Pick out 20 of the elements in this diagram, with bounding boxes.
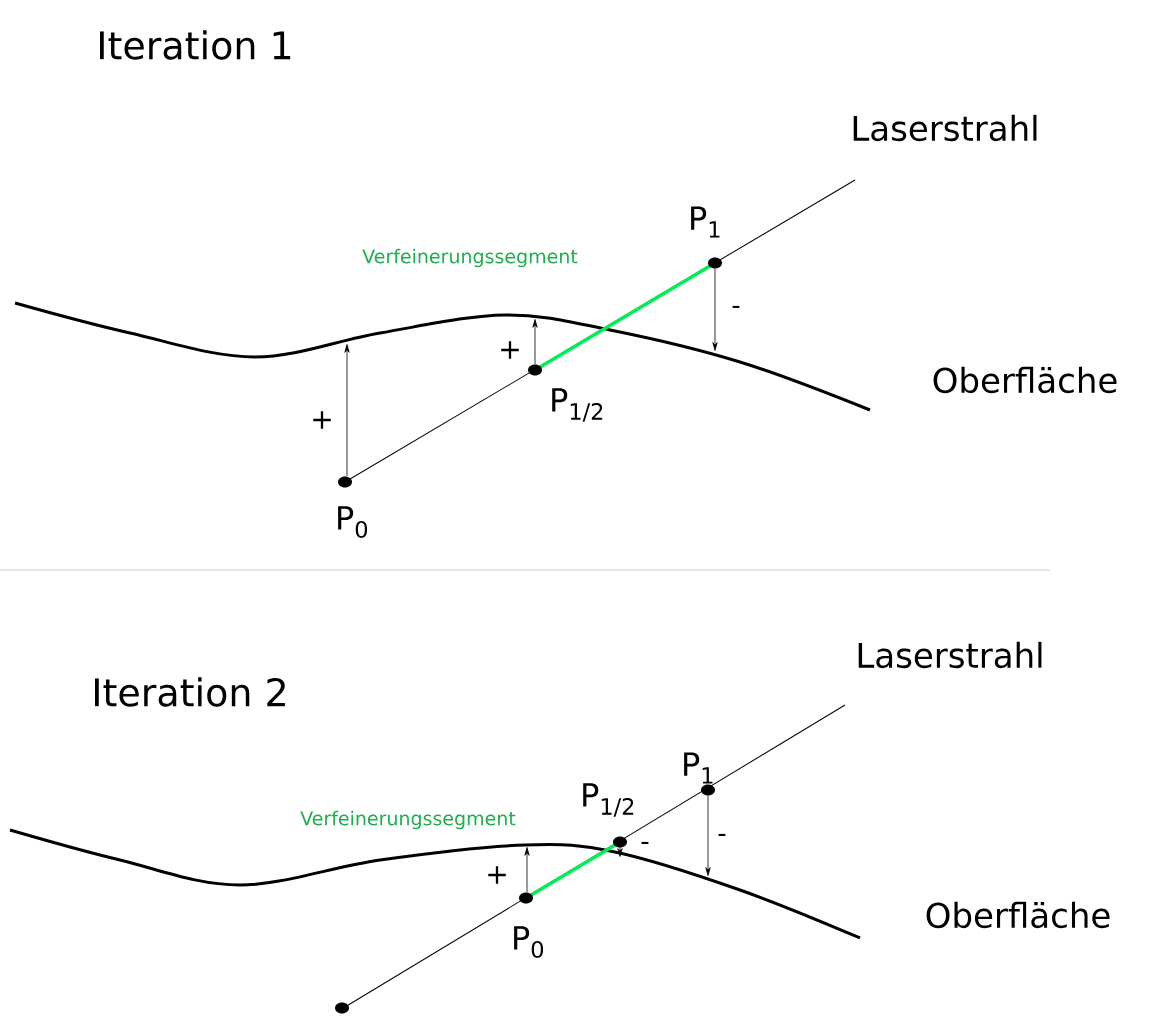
sign-label: - bbox=[732, 305, 740, 308]
point-label: P$_{0}$ bbox=[338, 506, 368, 538]
surface-label: Oberfläche bbox=[926, 901, 1110, 929]
sign-label: + bbox=[501, 341, 519, 359]
surface-label: Oberfläche bbox=[933, 366, 1117, 394]
point-label: P$_{1/2}$ bbox=[583, 783, 634, 817]
heading: Iteration 2 bbox=[95, 677, 285, 707]
segment-label: Verfeinerungssegment bbox=[362, 248, 578, 268]
heading: Iteration 1 bbox=[100, 30, 291, 60]
segment-label: Verfeinerungssegment bbox=[300, 810, 516, 830]
point-label: P$_{1}$ bbox=[691, 206, 720, 238]
point-label: P$_{0}$ bbox=[514, 926, 544, 958]
beam-label: Laserstrahl bbox=[858, 641, 1042, 669]
sign-label: - bbox=[641, 841, 649, 844]
sign-label: - bbox=[718, 833, 726, 836]
point-label: P$_{1/2}$ bbox=[552, 388, 603, 422]
sign-label: + bbox=[313, 411, 331, 429]
point-label: P$_{1}$ bbox=[684, 752, 713, 784]
sign-label: + bbox=[488, 866, 506, 884]
beam-label: Laserstrahl bbox=[853, 114, 1037, 142]
